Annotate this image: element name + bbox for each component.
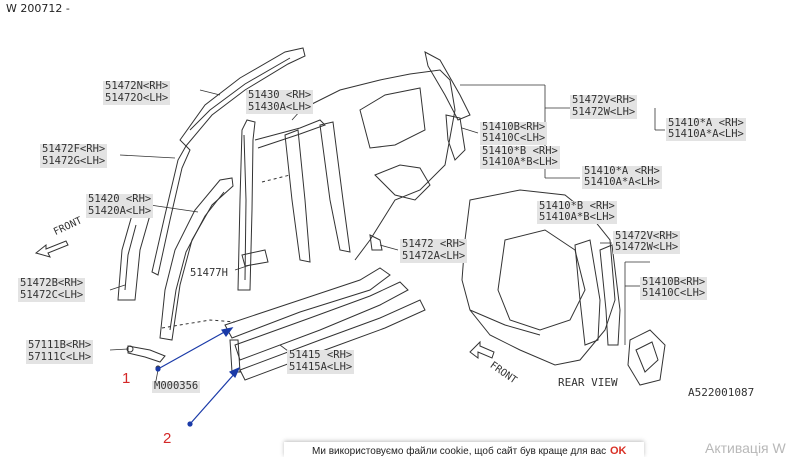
part-label-51477h: 51477H [190,267,228,279]
cookie-text: Ми використовуємо файли cookie, щоб сайт… [312,446,607,457]
part-label-51410xa-right: 51410*A <RH> [666,117,746,130]
annotation-number-1: 1 [122,370,131,387]
part-label-51410axa-mid: 51410A*A<LH> [582,176,662,189]
part-label-51472b: 51472B<RH> [18,277,86,290]
rear-pillar-top-part [424,51,471,121]
part-label-51410c-mid: 51410C<LH> [640,287,708,300]
part-label-51472f: 51472F<RH> [40,143,108,156]
part-label-51472v-mid: 51472V<RH> [613,230,681,243]
part-label-51410axb-mid: 51410A*B<LH> [537,211,617,224]
part-label-51410axa-right: 51410A*A<LH> [666,128,746,141]
outer-sill-part [234,281,409,361]
part-label-51410xa-mid: 51410*A <RH> [582,165,662,178]
part-label-51410b-top: 51410B<RH> [480,121,548,134]
rear-view-label: REAR VIEW [558,376,618,389]
part-label-51472n: 51472N<RH> [103,80,171,93]
part-label-51415a: 51415A<LH> [287,361,355,374]
part-label-51430: 51430 <RH> [246,89,314,102]
part-label-51410xb: 51410*B <RH> [480,145,560,158]
part-label-51420a: 51420A<LH> [86,205,154,218]
annotation-number-2: 2 [163,430,172,447]
os-activation-watermark: Активація W [705,440,786,456]
part-label-51410xb-mid: 51410*B <RH> [537,200,617,213]
part-label-51472c: 51472C<LH> [18,289,86,302]
part-label-51415: 51415 <RH> [287,349,355,362]
part-label-51430a: 51430A<LH> [246,101,314,114]
b-pillar-part [237,119,256,291]
cookie-banner: Ми використовуємо файли cookie, щоб сайт… [284,442,644,457]
diagram-code: A522001087 [688,386,755,399]
part-label-51472w-top: 51472W<LH> [570,106,638,119]
part-label-51472g: 51472G<LH> [40,155,108,168]
part-label-51472a: 51472A<LH> [400,250,468,263]
part-label-51420: 51420 <RH> [86,193,154,206]
part-label-57111c: 57111C<LH> [26,351,94,364]
part-label-m000356: M000356 [152,380,201,393]
part-label-51410c-top: 51410C<LH> [480,132,548,145]
cookie-ok-button[interactable]: OK [610,445,627,457]
part-label-57111b: 57111B<RH> [26,339,94,352]
part-label-51472w-mid: 51472W<LH> [613,241,681,254]
page-header: W 200712 - [6,2,70,15]
part-label-51472: 51472 <RH> [400,238,468,251]
a-pillar-part [159,177,234,341]
part-label-51472v-top: 51472V<RH> [570,94,638,107]
inner-sill-part [224,267,391,339]
part-label-51410axb: 51410A*B<LH> [480,156,560,169]
part-label-51410b-mid: 51410B<RH> [640,276,708,289]
roof-rail-part [179,47,306,147]
part-label-51472o: 51472O<LH> [103,92,171,105]
